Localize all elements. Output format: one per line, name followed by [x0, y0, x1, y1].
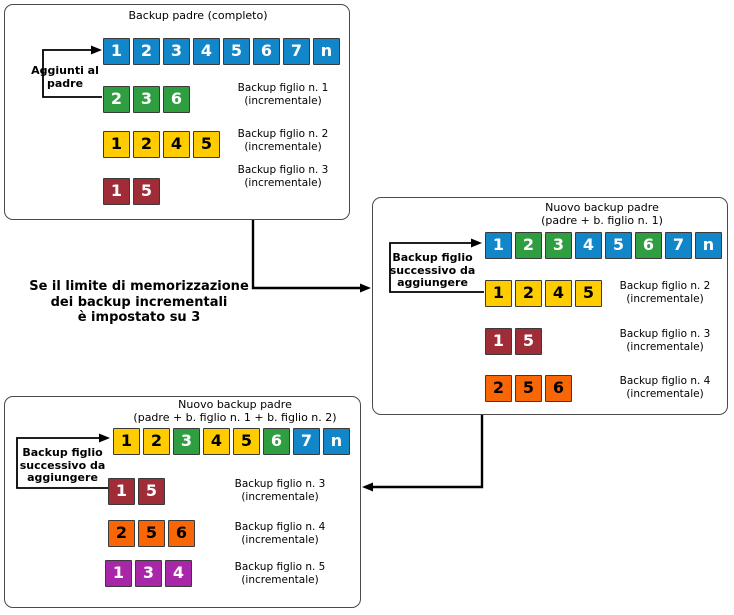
backup-block-orange-2: 2	[485, 375, 512, 402]
backup-block-yellow-1: 1	[103, 131, 130, 158]
backup-block-blue-1: 1	[485, 232, 512, 259]
backup-block-green-6: 6	[163, 86, 190, 113]
backup-block-yellow-5: 5	[233, 428, 260, 455]
backup-block-yellow-4: 4	[203, 428, 230, 455]
connector-arrow-panel2-to-panel3	[362, 415, 484, 492]
child-backup-row-label: Backup figlio n. 2 (incrementale)	[619, 280, 711, 305]
backup-block-purple-3: 3	[135, 560, 162, 587]
backup-block-green-6: 6	[635, 232, 662, 259]
backup-block-red-5: 5	[138, 478, 165, 505]
backup-block-green-3: 3	[173, 428, 200, 455]
child-backup-row-label: Backup figlio n. 5 (incrementale)	[234, 561, 326, 586]
backup-block-orange-2: 2	[108, 520, 135, 547]
backup-block-blue-7: 7	[665, 232, 692, 259]
backup-block-green-3: 3	[133, 86, 160, 113]
backup-block-blue-5: 5	[223, 38, 250, 65]
child-backup-row-label: Backup figlio n. 3 (incrementale)	[234, 478, 326, 503]
backup-block-yellow-1: 1	[113, 428, 140, 455]
panel2-title: Nuovo backup padre (padre + b. figlio n.…	[541, 201, 663, 227]
backup-block-blue-3: 3	[163, 38, 190, 65]
panel1-bracket-label: Aggiunti al padre	[31, 64, 99, 90]
backup-block-blue-n: n	[313, 38, 340, 65]
backup-block-yellow-4: 4	[163, 131, 190, 158]
backup-block-red-1: 1	[103, 178, 130, 205]
connector-arrow-panel1-to-panel2	[251, 220, 371, 293]
backup-block-yellow-2: 2	[133, 131, 160, 158]
child-backup-row-label: Backup figlio n. 1 (incrementale)	[237, 82, 329, 107]
backup-block-orange-5: 5	[138, 520, 165, 547]
backup-block-red-5: 5	[133, 178, 160, 205]
backup-block-blue-2: 2	[133, 38, 160, 65]
panel3-title: Nuovo backup padre (padre + b. figlio n.…	[133, 398, 337, 424]
backup-block-green-6: 6	[263, 428, 290, 455]
child-backup-row-label: Backup figlio n. 3 (incrementale)	[237, 164, 329, 189]
backup-block-blue-7: 7	[293, 428, 320, 455]
child-backup-row-label: Backup figlio n. 4 (incrementale)	[619, 375, 711, 400]
backup-block-orange-5: 5	[515, 375, 542, 402]
backup-block-orange-6: 6	[545, 375, 572, 402]
bracket-arrow-next-child-panel3	[16, 433, 110, 489]
backup-block-yellow-4: 4	[545, 280, 572, 307]
backup-block-purple-4: 4	[165, 560, 192, 587]
backup-block-orange-6: 6	[168, 520, 195, 547]
bracket-arrow-next-child-panel2	[389, 238, 484, 293]
backup-block-blue-n: n	[695, 232, 722, 259]
backup-block-blue-5: 5	[605, 232, 632, 259]
backup-block-blue-1: 1	[103, 38, 130, 65]
panel2-bracket-label: Backup figlio successivo da aggiungere	[389, 251, 476, 289]
backup-block-red-5: 5	[515, 328, 542, 355]
bracket-arrow-added-to-parent	[42, 45, 102, 98]
child-backup-row-label: Backup figlio n. 3 (incrementale)	[619, 328, 711, 353]
child-backup-row-label: Backup figlio n. 4 (incrementale)	[234, 521, 326, 546]
limit-note-text: Se il limite di memorizzazione dei backu…	[29, 279, 249, 325]
backup-block-green-3: 3	[545, 232, 572, 259]
backup-block-yellow-1: 1	[485, 280, 512, 307]
backup-block-yellow-5: 5	[575, 280, 602, 307]
backup-block-blue-4: 4	[193, 38, 220, 65]
backup-block-green-2: 2	[103, 86, 130, 113]
backup-block-yellow-2: 2	[143, 428, 170, 455]
backup-block-red-1: 1	[485, 328, 512, 355]
backup-block-red-1: 1	[108, 478, 135, 505]
backup-block-blue-4: 4	[575, 232, 602, 259]
backup-block-green-2: 2	[515, 232, 542, 259]
backup-block-blue-6: 6	[253, 38, 280, 65]
child-backup-row-label: Backup figlio n. 2 (incrementale)	[237, 128, 329, 153]
panel3-bracket-label: Backup figlio successivo da aggiungere	[19, 446, 106, 484]
backup-block-purple-1: 1	[105, 560, 132, 587]
backup-block-blue-7: 7	[283, 38, 310, 65]
backup-block-yellow-5: 5	[193, 131, 220, 158]
panel1-title: Backup padre (completo)	[128, 9, 268, 22]
backup-block-yellow-2: 2	[515, 280, 542, 307]
backup-block-blue-n: n	[323, 428, 350, 455]
